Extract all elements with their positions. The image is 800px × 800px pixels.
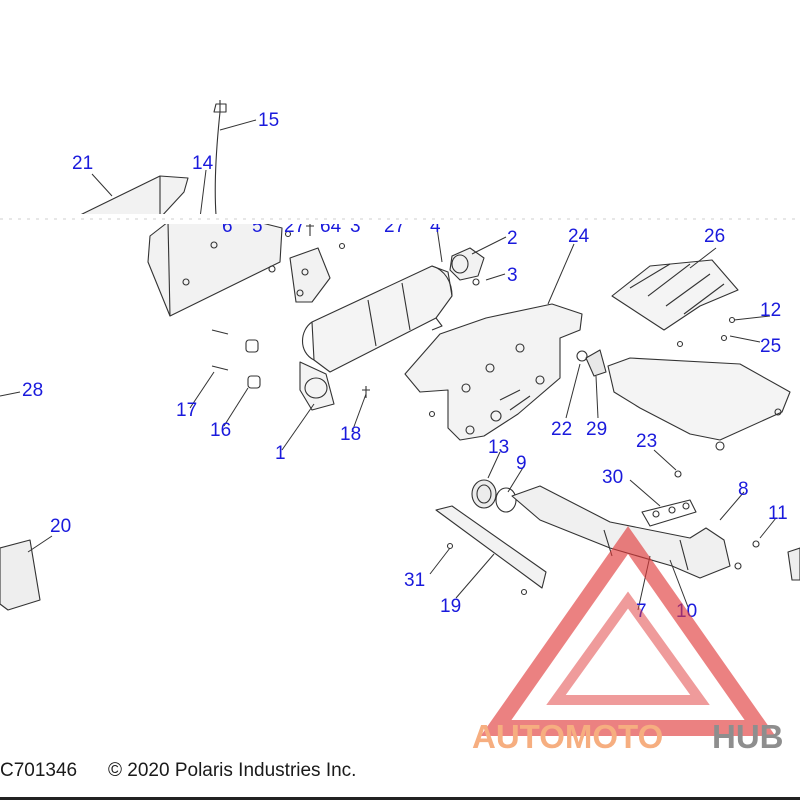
heat-shield-26 <box>611 259 739 331</box>
callout-16: 16 <box>210 420 231 441</box>
callout-23: 23 <box>636 431 657 452</box>
grommets-16 <box>245 339 261 389</box>
callout-8: 8 <box>738 479 749 500</box>
callout-1: 1 <box>275 443 286 464</box>
bolt-18 <box>362 386 370 398</box>
leader-lines <box>0 119 777 611</box>
tailpipe-tip-2 <box>449 247 485 281</box>
callout-22: 22 <box>551 419 572 440</box>
callout-2: 2 <box>507 228 518 249</box>
callout-split-6: 6 <box>222 216 233 237</box>
callout-31: 31 <box>404 570 425 591</box>
bottom-border <box>0 797 800 800</box>
callout-14: 14 <box>192 153 214 174</box>
callout-19: 19 <box>440 596 461 617</box>
watermark-text-hub: HUB <box>712 718 784 755</box>
gasket-30 <box>641 499 697 527</box>
fasteners <box>284 230 760 596</box>
callout-split-5: 5 <box>252 216 263 237</box>
callout-28: 28 <box>22 380 43 401</box>
watermark-logo: AUTOMOTO HUB <box>472 526 784 755</box>
callout-30: 30 <box>602 467 623 488</box>
callout-split-4: 4 <box>430 216 441 237</box>
muffler-1 <box>299 265 453 411</box>
oxygen-sensor-15 <box>213 100 227 216</box>
callout-20: 20 <box>50 516 71 537</box>
callout-3: 3 <box>507 265 518 286</box>
heat-shield-21 <box>71 175 189 220</box>
bracket-right <box>787 547 800 581</box>
bracket-64 <box>289 222 331 303</box>
copyright-notice: © 2020 Polaris Industries Inc. <box>108 760 357 781</box>
heat-shield-lower <box>607 357 791 451</box>
callout-26: 26 <box>704 226 725 247</box>
callout-24: 24 <box>568 226 590 247</box>
callout-15: 15 <box>258 110 279 131</box>
callout-12: 12 <box>760 300 781 321</box>
clamp-9 <box>495 487 517 513</box>
callout-11: 11 <box>768 503 788 524</box>
exhaust-pipe-7 <box>511 485 731 579</box>
heat-shield-14 <box>147 221 283 317</box>
callout-13: 13 <box>488 437 509 458</box>
callout-25: 25 <box>760 336 781 357</box>
callout-29: 29 <box>586 419 607 440</box>
callout-21: 21 <box>72 153 93 174</box>
drawing-code: C701346 <box>0 760 78 781</box>
nut-22 <box>576 350 588 362</box>
bolts-17 <box>211 329 229 371</box>
heat-shield-24 <box>404 303 583 441</box>
bracket-20 <box>0 539 41 611</box>
callout-9: 9 <box>516 453 527 474</box>
callout-split-3: 3 <box>350 216 361 237</box>
callout-17: 17 <box>176 400 197 421</box>
bumper-29 <box>585 349 607 377</box>
scan-seam <box>0 214 800 224</box>
watermark-text-automoto: AUTOMOTO <box>472 718 663 755</box>
heat-shield-19 <box>435 505 547 589</box>
callout-18: 18 <box>340 424 361 445</box>
seal-13 <box>471 479 497 509</box>
